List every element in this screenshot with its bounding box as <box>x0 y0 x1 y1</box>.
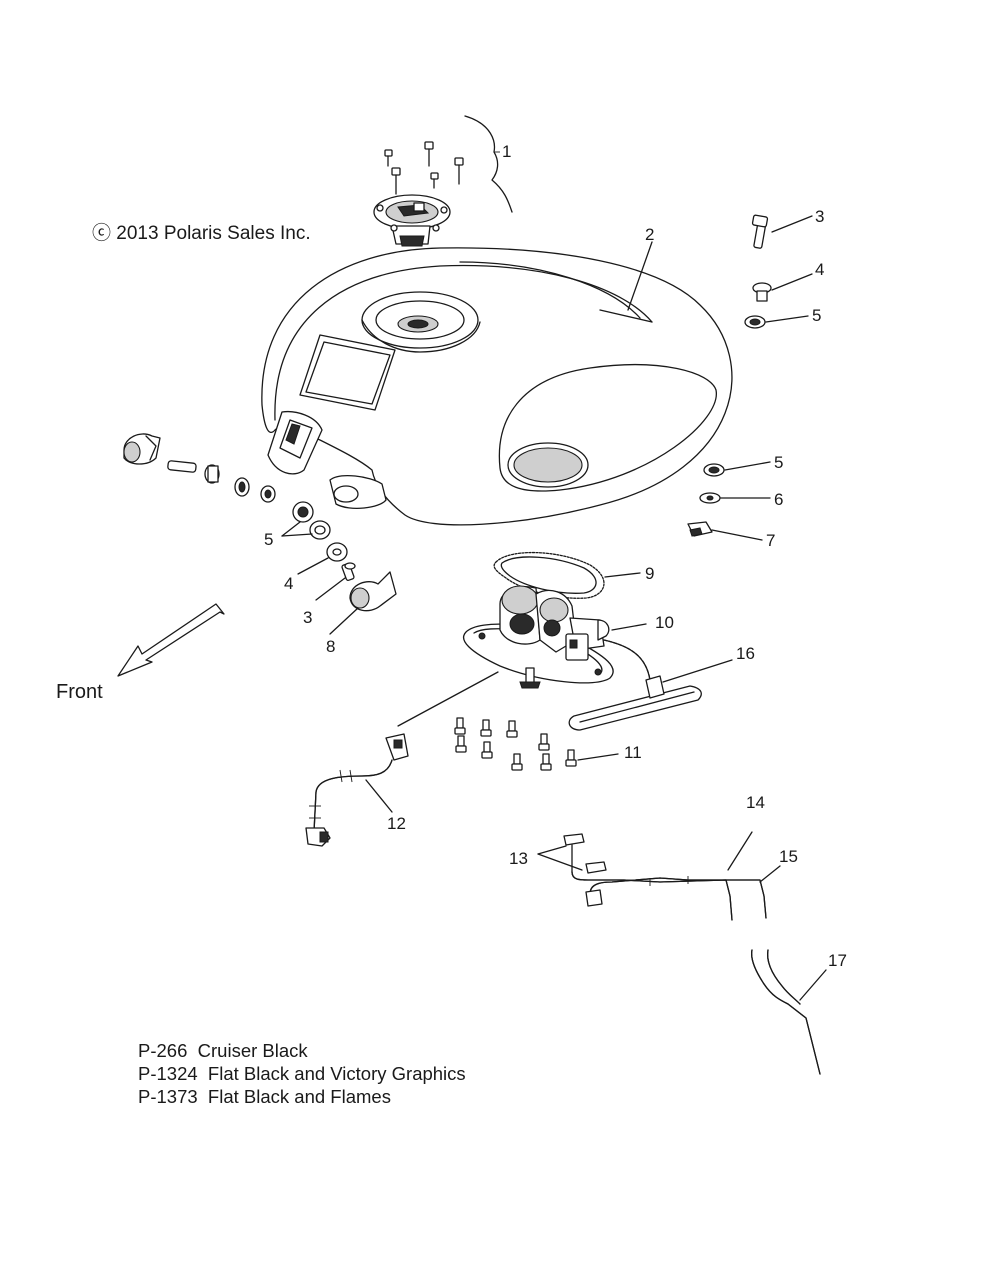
paint-note-2: P-1324 Flat Black and Victory Graphics <box>138 1063 466 1084</box>
front-mount-hardware <box>123 433 276 503</box>
callout-7: 7 <box>766 531 775 550</box>
callout-17: 17 <box>828 951 847 970</box>
callout-6: 6 <box>774 490 783 509</box>
callout-3-left: 3 <box>303 608 312 627</box>
callout-12: 12 <box>387 814 406 833</box>
fuel-pump-module <box>397 585 733 731</box>
callout-9: 9 <box>645 564 654 583</box>
vent-y-line <box>750 949 827 1075</box>
cap-screws <box>384 141 464 195</box>
callout-5-left: 5 <box>264 530 273 549</box>
callout-15: 15 <box>779 847 798 866</box>
callout-2: 2 <box>645 225 654 244</box>
callout-4-left: 4 <box>284 574 293 593</box>
lower-mount-hardware <box>281 501 397 635</box>
callout-10: 10 <box>655 613 674 632</box>
callout-5-right-top: 5 <box>812 306 821 325</box>
fuel-cap-assembly <box>373 115 513 247</box>
callout-8: 8 <box>326 637 335 656</box>
fuel-supply-line <box>305 733 409 847</box>
front-direction-arrow <box>117 603 225 677</box>
copyright-notice: ⓒ 2013 Polaris Sales Inc. <box>92 223 311 244</box>
callout-11: 11 <box>624 743 642 762</box>
callout-1: 1 <box>502 142 511 161</box>
tank-rear-fasteners <box>687 461 771 541</box>
callout-13: 13 <box>509 849 528 868</box>
callout-14: 14 <box>746 793 765 812</box>
front-direction-label: Front <box>56 681 103 703</box>
callout-16: 16 <box>736 644 755 663</box>
callout-labels: 1 2 3 4 5 5 6 7 9 10 16 5 4 3 8 11 12 14… <box>264 142 847 970</box>
rear-mount-hardware <box>744 214 813 329</box>
callout-5-right-bottom: 5 <box>774 453 783 472</box>
paint-note-3: P-1373 Flat Black and Flames <box>138 1086 391 1107</box>
callout-3-right: 3 <box>815 207 824 226</box>
paint-note-1: P-266 Cruiser Black <box>138 1040 308 1061</box>
callout-4-right: 4 <box>815 260 824 279</box>
pump-gasket <box>493 551 641 599</box>
vent-lines <box>537 831 781 921</box>
fuel-tank <box>261 247 733 526</box>
pump-screws <box>454 717 619 771</box>
